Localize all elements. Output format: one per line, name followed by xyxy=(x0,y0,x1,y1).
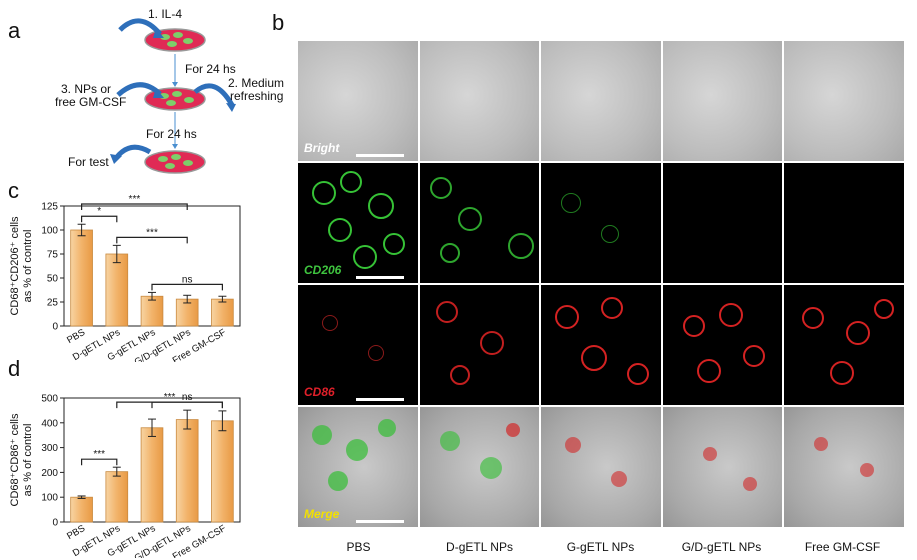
y-tick-label: 200 xyxy=(41,468,58,479)
y-tick-label: 0 xyxy=(52,322,58,333)
bar xyxy=(70,229,93,327)
column-label-pbs: PBS xyxy=(346,540,371,554)
column-label-g-getl: G-gETL NPs xyxy=(566,540,635,554)
scale-bar xyxy=(355,154,404,157)
significance-label: *** xyxy=(146,227,158,238)
bar xyxy=(175,419,199,523)
row-label-cd206: CD206 xyxy=(304,263,342,277)
petri-dish-1 xyxy=(144,28,206,52)
image-merge-pbs: Merge xyxy=(298,407,418,527)
panel-letter-d: d xyxy=(8,356,21,381)
significance-bracket xyxy=(81,215,118,223)
image-cd86-gd-getl xyxy=(662,285,783,405)
y-tick-label: 50 xyxy=(47,274,59,285)
y-axis-label: CD68⁺CD86⁺ cells xyxy=(9,413,21,506)
image-bright-g-getl xyxy=(541,41,661,161)
scheme-step2-line2: refreshing xyxy=(230,89,284,103)
significance-bracket xyxy=(116,236,188,244)
image-cd206-free-gmcsf xyxy=(784,163,904,283)
significance-bracket xyxy=(81,203,188,210)
significance-bracket xyxy=(151,401,223,409)
scheme-for24-a: For 24 hs xyxy=(185,62,236,76)
scheme-step3-line2: free GM-CSF xyxy=(55,95,127,109)
image-merge-free-gmcsf xyxy=(784,407,904,527)
microscopy-grid: Bright CD206 CD86 xyxy=(298,41,904,527)
bar xyxy=(211,420,234,523)
bar xyxy=(211,298,234,327)
image-cd86-free-gmcsf xyxy=(784,285,904,405)
arrow-for-test xyxy=(114,144,152,160)
image-cd86-g-getl xyxy=(541,285,661,405)
scale-bar xyxy=(355,520,404,523)
image-bright-d-getl xyxy=(419,41,540,161)
petri-dish-3 xyxy=(144,150,206,174)
scheme-for24-b: For 24 hs xyxy=(146,127,197,141)
panel-letter-b: b xyxy=(272,10,285,35)
bar xyxy=(105,471,129,523)
panel-letter-c: c xyxy=(8,178,19,203)
y-tick-label: 0 xyxy=(52,518,58,529)
y-tick-label: 300 xyxy=(41,443,58,454)
image-bright-gd-getl xyxy=(662,41,783,161)
significance-label: *** xyxy=(164,392,176,403)
significance-label: *** xyxy=(129,194,141,205)
scheme-diagram xyxy=(110,18,236,174)
y-axis-label: CD68⁺CD206⁺ cells xyxy=(9,216,21,316)
bar xyxy=(70,496,93,523)
column-label-gd-getl: G/D-gETL NPs xyxy=(681,540,762,554)
y-tick-label: 75 xyxy=(47,250,59,261)
y-axis-label: as % of control xyxy=(22,230,34,303)
scheme-step1: 1. IL-4 xyxy=(148,7,183,21)
y-tick-label: 400 xyxy=(41,418,58,429)
y-tick-label: 100 xyxy=(41,493,58,504)
significance-bracket xyxy=(81,458,118,466)
petri-dish-2 xyxy=(144,87,206,111)
column-label-free-gmcsf: Free GM-CSF xyxy=(804,540,881,554)
bar xyxy=(140,427,164,523)
image-cd206-g-getl xyxy=(541,163,661,283)
significance-label: ns xyxy=(182,274,193,285)
significance-label: ns xyxy=(182,392,193,403)
panel-letter-a: a xyxy=(8,18,21,43)
image-cd206-gd-getl xyxy=(662,163,783,283)
significance-label: *** xyxy=(93,449,105,460)
image-cd86-d-getl xyxy=(419,285,540,405)
significance-bracket xyxy=(151,283,223,291)
arrow-medium xyxy=(193,83,235,107)
significance-label: * xyxy=(97,206,101,217)
y-tick-label: 500 xyxy=(41,394,58,405)
bar xyxy=(105,253,129,327)
column-label-d-getl: D-gETL NPs xyxy=(446,540,513,554)
image-cd206-pbs: CD206 xyxy=(298,163,418,283)
y-tick-label: 100 xyxy=(41,226,58,237)
row-label-bright: Bright xyxy=(304,141,340,155)
x-tick-label: PBS xyxy=(65,523,87,542)
scheme-step2-line1: 2. Medium xyxy=(228,76,285,90)
bar xyxy=(140,295,164,327)
row-label-cd86: CD86 xyxy=(304,385,335,399)
y-tick-label: 125 xyxy=(41,202,58,213)
image-cd86-pbs: CD86 xyxy=(298,285,418,405)
scale-bar xyxy=(355,276,404,279)
image-bright-pbs: Bright xyxy=(298,41,418,161)
image-merge-g-getl xyxy=(541,407,661,527)
image-merge-gd-getl xyxy=(662,407,783,527)
image-cd206-d-getl xyxy=(419,163,540,283)
scheme-for-test: For test xyxy=(68,155,109,169)
x-tick-label: PBS xyxy=(65,327,87,346)
scheme-step3-line1: 3. NPs or xyxy=(61,82,112,96)
image-bright-free-gmcsf xyxy=(784,41,904,161)
y-tick-label: 25 xyxy=(47,298,59,309)
y-axis-label: as % of control xyxy=(22,424,34,497)
row-label-merge: Merge xyxy=(304,507,340,521)
scale-bar xyxy=(355,398,404,401)
image-merge-d-getl xyxy=(419,407,540,527)
